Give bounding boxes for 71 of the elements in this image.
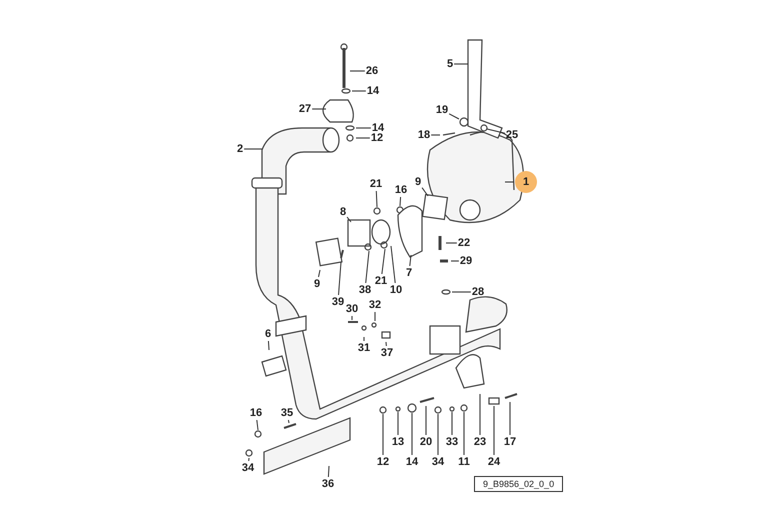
callout-number: 20 <box>420 436 432 448</box>
drawing-code-label: 9_B9856_02_0_0 <box>474 476 564 492</box>
callout-number: 37 <box>380 347 394 359</box>
leader-line <box>376 190 378 208</box>
leader-line <box>409 254 412 266</box>
leader-line <box>256 420 258 430</box>
callout-number: 12 <box>370 132 384 144</box>
callout-number: 30 <box>346 303 358 315</box>
callout-number: 14 <box>406 456 418 468</box>
leader-line <box>352 90 366 92</box>
callout-number: 22 <box>458 237 470 249</box>
callout-number: 25 <box>506 129 518 141</box>
callout-number: 2 <box>236 143 244 155</box>
leader-line <box>248 458 250 462</box>
callout-number: 1 <box>515 171 537 193</box>
callout-number: 34 <box>432 456 444 468</box>
leader-line <box>448 113 460 120</box>
callout-number: 39 <box>332 296 344 308</box>
leader-line <box>318 270 320 278</box>
callout-number: 13 <box>392 436 404 448</box>
callout-number: 32 <box>368 299 382 311</box>
callout-number: 10 <box>390 284 402 296</box>
callout-number: 16 <box>394 184 408 196</box>
leader-line <box>350 70 366 72</box>
callout-number: 31 <box>358 342 370 354</box>
leader-line <box>374 312 376 322</box>
callout-number: 7 <box>406 267 412 279</box>
callout-number: 9 <box>314 278 320 290</box>
leader-line <box>312 108 326 110</box>
callout-number: 12 <box>376 456 390 468</box>
leader-line <box>365 250 370 284</box>
callout-number: 26 <box>366 65 378 77</box>
callout-number: 23 <box>474 436 486 448</box>
callout-number: 28 <box>472 286 484 298</box>
leader-line <box>446 242 458 244</box>
leader-line <box>328 466 330 478</box>
callout-number: 8 <box>340 206 346 218</box>
leader-line <box>390 246 396 284</box>
leader-line <box>382 414 384 456</box>
callout-number: 29 <box>460 255 472 267</box>
leader-line <box>400 196 402 206</box>
callout-number: 36 <box>322 478 334 490</box>
leader-line <box>381 248 386 274</box>
callout-number: 33 <box>446 436 458 448</box>
callout-number: 27 <box>298 103 312 115</box>
callout-number: 11 <box>458 456 470 468</box>
callout-number: 21 <box>374 275 388 287</box>
leader-line <box>430 134 440 136</box>
callout-number: 38 <box>358 284 372 296</box>
leader-line <box>450 260 460 262</box>
callout-number: 18 <box>418 129 430 141</box>
callout-number: 24 <box>488 456 500 468</box>
leader-line <box>422 187 428 196</box>
callout-number: 34 <box>242 462 254 474</box>
callout-number: 14 <box>366 85 380 97</box>
leader-line <box>288 420 290 424</box>
callout-number: 9 <box>414 176 422 188</box>
leader-line <box>338 262 342 296</box>
callout-number: 17 <box>504 436 516 448</box>
leader-line <box>386 342 387 346</box>
callout-number: 14 <box>372 122 384 134</box>
leader-line <box>244 148 262 150</box>
leader-line <box>346 216 352 222</box>
leader-line <box>486 128 506 134</box>
leader-line <box>268 340 270 350</box>
callout-number: 6 <box>264 328 272 340</box>
callout-number: 19 <box>436 104 448 116</box>
callout-number: 16 <box>250 407 262 419</box>
callout-number: 5 <box>446 58 454 70</box>
callout-number: 21 <box>370 178 382 190</box>
callout-number: 35 <box>280 407 294 419</box>
